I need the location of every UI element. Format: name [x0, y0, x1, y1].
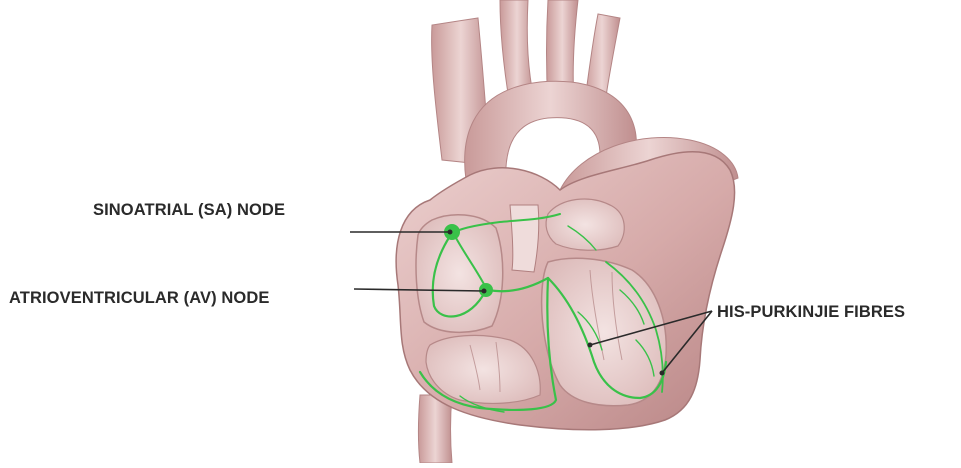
av-leader-dot [482, 289, 487, 294]
hp-leader-dot-1 [588, 343, 593, 348]
left-atrium-chamber [546, 199, 624, 250]
sa-leader-dot [448, 230, 453, 235]
aortic-valve-channel [510, 205, 539, 272]
hp-leader-dot-2 [660, 371, 665, 376]
av-node-label: ATRIOVENTRICULAR (AV) NODE [9, 290, 269, 307]
sa-node-label: SINOATRIAL (SA) NODE [93, 202, 285, 219]
his-purkinje-label: HIS-PURKINJIE FIBRES [717, 304, 905, 321]
